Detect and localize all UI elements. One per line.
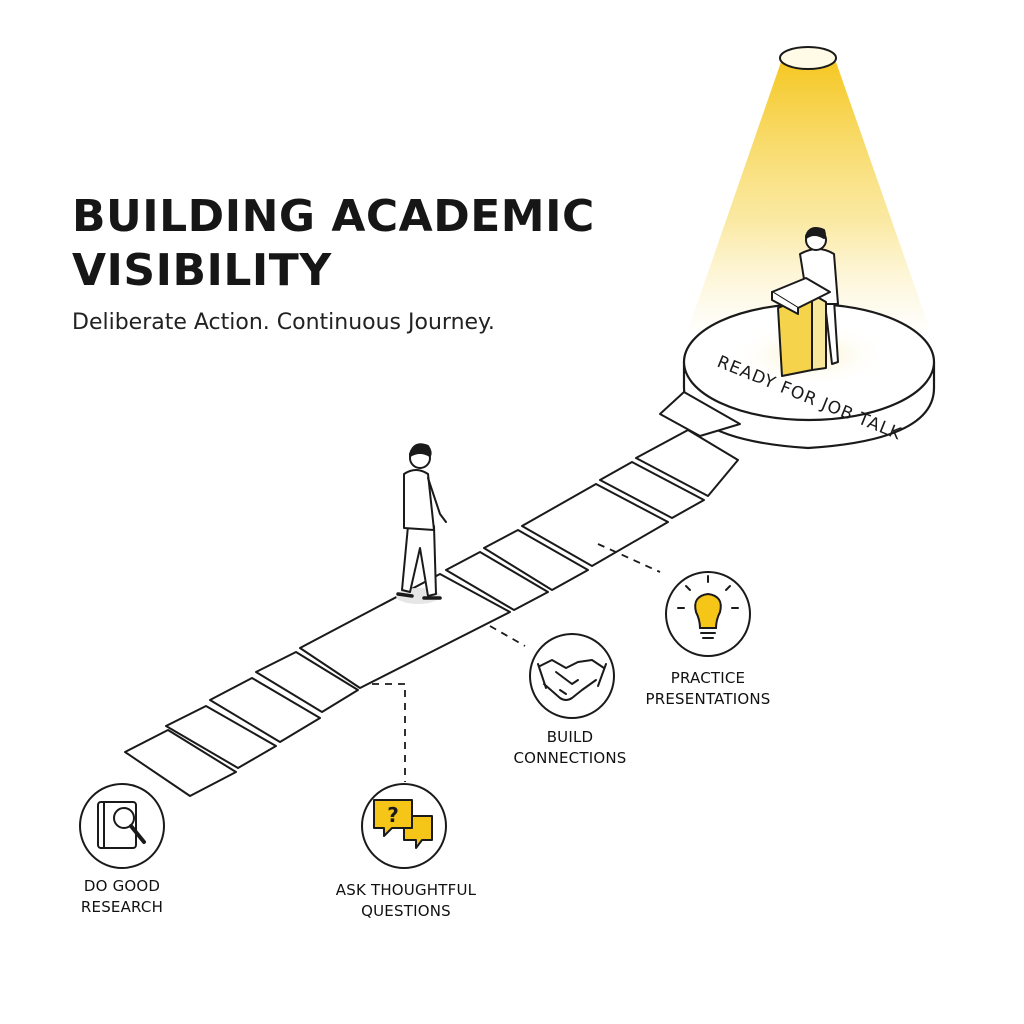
svg-text:?: ? — [387, 803, 399, 827]
question-bubbles-icon: ? — [373, 799, 433, 849]
step-label-presentations: PRACTICE PRESENTATIONS — [645, 669, 771, 708]
step-label-questions: ASK THOUGHTFUL QUESTIONS — [335, 881, 477, 920]
spotlight — [688, 46, 930, 330]
step-icon-questions: ? — [361, 783, 447, 869]
step-icon-connections — [529, 633, 615, 719]
page-subtitle: Deliberate Action. Continuous Journey. — [72, 310, 495, 335]
step-icon-research — [79, 783, 165, 869]
lightbulb-icon — [677, 575, 739, 639]
step-label-research: DO GOOD RESEARCH — [80, 877, 164, 916]
step-label-connections: BUILD CONNECTIONS — [513, 728, 627, 767]
dashed-connectors — [372, 543, 661, 782]
step-icon-presentations — [665, 571, 751, 657]
steps-path — [124, 391, 741, 797]
book-magnifier-icon — [97, 801, 146, 849]
page-title: BUILDING ACADEMIC VISIBILITY — [72, 191, 595, 296]
handshake-icon — [537, 659, 607, 701]
walking-person — [396, 443, 447, 604]
speaker-at-podium — [771, 227, 839, 377]
